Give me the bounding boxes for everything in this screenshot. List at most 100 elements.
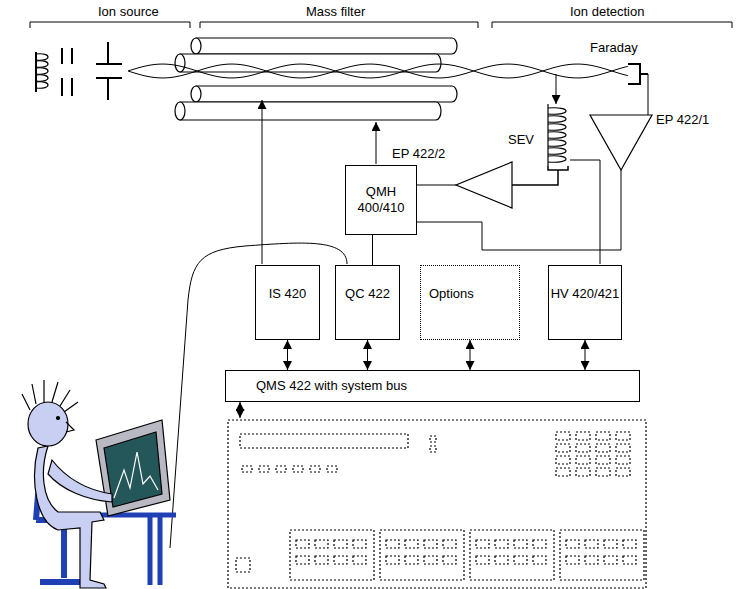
amplifier-ep1 [590,115,652,170]
front-panel [327,466,337,472]
faraday-cup [628,64,640,84]
connector [372,235,373,265]
front-panel [276,466,286,472]
front-panel [443,556,456,564]
front-panel [315,556,328,564]
box-label: HV 420/421 [551,286,620,302]
sev-coil [548,156,566,163]
system-bus-bar: QMS 422 with system bus [225,370,640,402]
front-panel [495,540,508,548]
front-panel [296,556,309,564]
front-panel [476,556,489,564]
front-panel [228,420,646,588]
front-panel [533,556,546,564]
front-panel [556,456,570,464]
front-panel [514,540,527,548]
front-panel [585,540,598,548]
front-panel [293,466,303,472]
front-panel [596,444,610,452]
connector [470,340,471,370]
faraday-lead [648,74,649,115]
ion-source-symbol [35,52,37,92]
quadrupole-rods [180,102,441,120]
front-panel [290,530,374,580]
sev-coil [548,132,566,139]
box-label: QMH 400/410 [346,184,416,217]
person-at-computer [35,446,106,588]
front-panel [334,556,347,564]
filament-coil [36,54,48,61]
box-label: QMS 422 with system bus [256,378,407,394]
front-panel [228,420,646,588]
person-at-computer [114,452,158,498]
front-panel [495,556,508,564]
filament-coil [36,68,48,75]
connector [367,340,368,370]
filament-coil [36,82,48,89]
sev-bracket [512,166,568,185]
sev-coil [548,148,566,155]
filament-coil [36,75,48,82]
module-box: IS 420 [255,265,320,340]
front-panel [386,556,399,564]
filament-coil [36,54,48,89]
front-panel [604,540,617,548]
sev-coil [548,108,566,115]
front-panel [576,468,590,476]
ion-beam [128,64,628,78]
connector [287,340,288,370]
front-panel [604,556,617,564]
box-label: Options [429,286,474,302]
front-panel [405,540,418,548]
ion-source-symbol [61,48,63,96]
quadrupole-rods [191,38,201,54]
front-panel [576,444,590,452]
front-panel [596,432,610,440]
signal-wire [409,160,621,264]
box-label: IS 420 [269,286,307,302]
front-panel [560,530,644,580]
section-title: Ion detection [570,4,644,20]
front-panel [585,556,598,564]
amplifier-ep2 [456,162,512,208]
front-panel [240,434,408,448]
front-panel [576,432,590,440]
front-panel [315,540,328,548]
signal-wire [570,160,600,264]
section-title: Mass filter [306,4,365,20]
sev-arrow [556,74,557,104]
person-at-computer [22,380,176,588]
sev-coil [548,104,566,166]
quadrupole-rods [180,54,441,72]
front-panel [259,466,269,472]
filament-coil [36,61,48,68]
ion-source-symbol [71,48,73,96]
quadrupole-rods [191,86,201,102]
front-panel [296,540,309,548]
signal-wire [409,170,621,250]
front-panel [623,540,636,548]
front-panel [424,556,437,564]
front-panel [443,540,456,548]
ion-source-symbol [96,42,122,64]
module-box: HV 420/421 [548,265,622,340]
person-at-computer [48,460,112,502]
front-panel [353,556,366,564]
person-at-computer [104,432,162,507]
front-panel [386,540,399,548]
part-name: Faraday [590,40,638,56]
front-panel [334,540,347,548]
front-panel [242,466,252,472]
front-panel [566,540,579,548]
front-panel [430,446,436,452]
front-panel [556,432,570,440]
sev-coil [548,140,566,147]
person-at-computer [66,422,74,432]
sev-coil [548,124,566,131]
front-panel [310,466,320,472]
front-panel [514,556,527,564]
module-box: QC 422 [335,265,400,340]
ion-source-symbol [96,78,122,100]
section-bracket [30,22,190,28]
